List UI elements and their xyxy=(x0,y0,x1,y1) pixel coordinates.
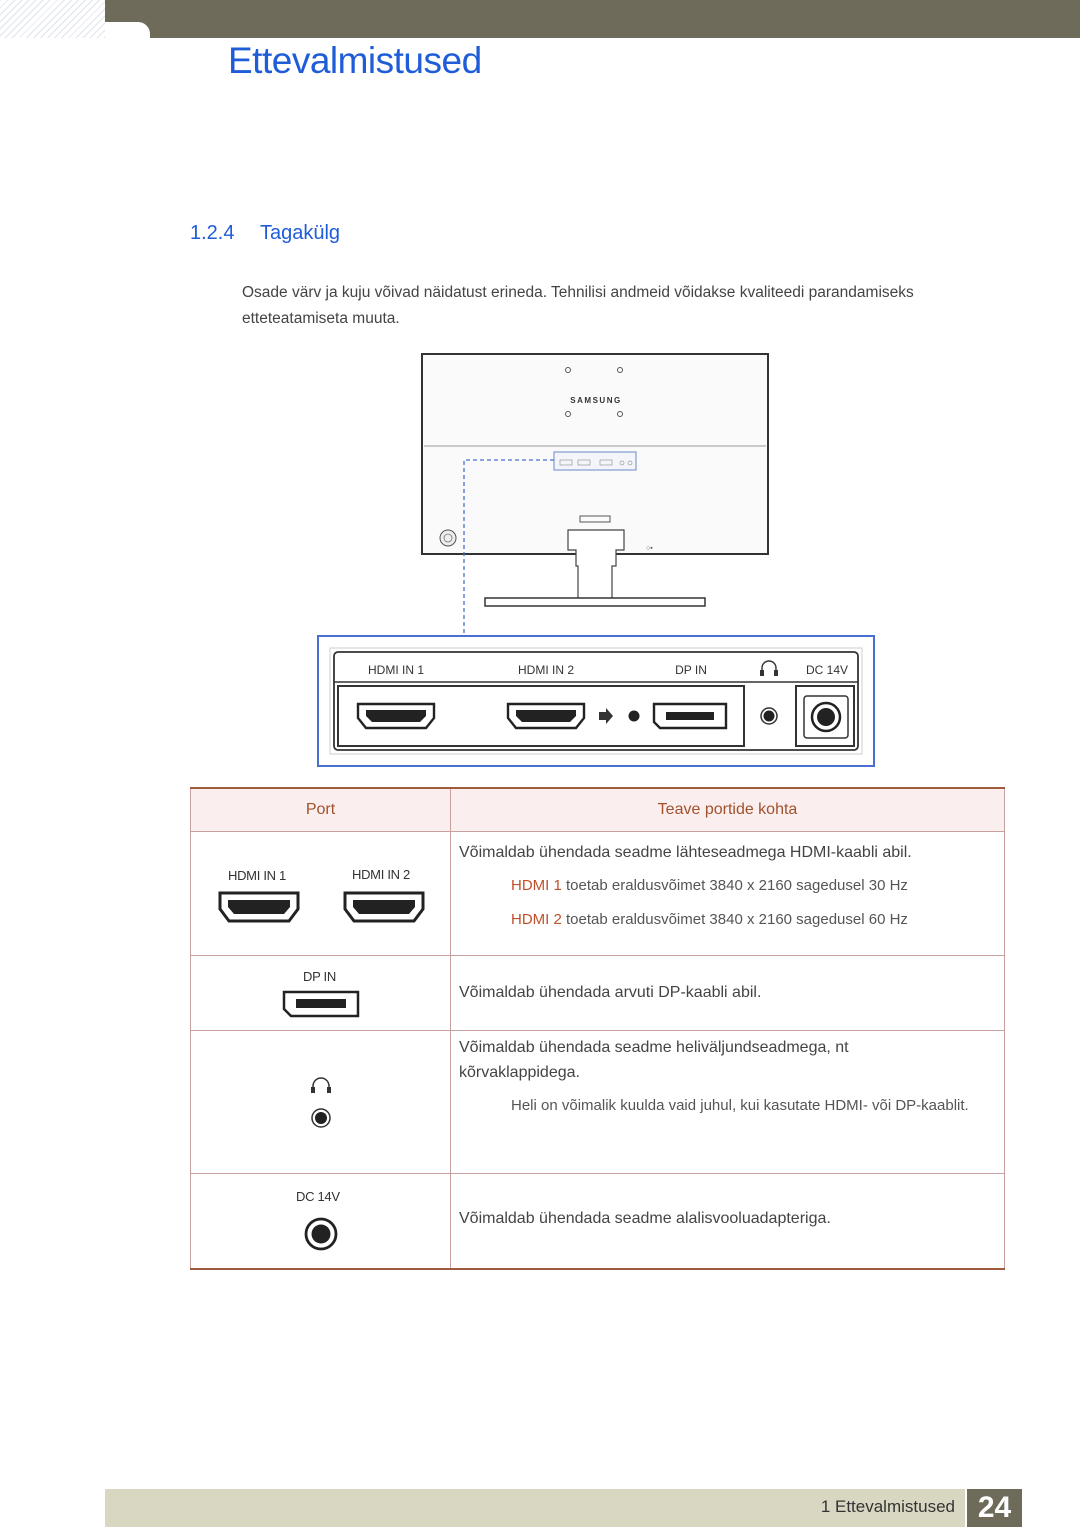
header-tab-notch xyxy=(105,22,150,38)
kensington-icon: ○▪ xyxy=(646,545,653,552)
intro-paragraph: Osade värv ja kuju võivad näidatust erin… xyxy=(242,284,914,327)
monitor-back-diagram: SAMSUNG ○▪ HDMI IN 1 HDMI IN 2 DP IN DC … xyxy=(317,353,875,767)
table-header-row: Port Teave portide kohta xyxy=(190,787,1005,832)
hdmi2-note-line: HDMI 2 toetab eraldusvõimet 3840 x 2160 … xyxy=(511,907,1004,933)
small-port-panel xyxy=(553,451,637,471)
dp-description: Võimaldab ühendada arvuti DP-kaabli abil… xyxy=(459,984,762,1001)
hdmi-note: HDMI 1 toetab eraldusvõimet 3840 x 2160 … xyxy=(511,873,1004,933)
label-dp-in: DP IN xyxy=(675,663,707,677)
callout-line xyxy=(463,459,554,636)
hdmi-port-icon xyxy=(343,891,425,923)
dc-icon-cell: DC 14V xyxy=(190,1173,451,1270)
power-button-icon xyxy=(439,529,457,547)
audio-note: Heli on võimalik kuulda vaid juhul, kui … xyxy=(511,1097,969,1114)
audio-jack-icon xyxy=(311,1108,331,1128)
stand-base xyxy=(484,597,706,607)
hdmi1-note-text: toetab eraldusvõimet 3840 x 2160 sagedus… xyxy=(561,877,908,894)
hdmi-in-2-label: HDMI IN 2 xyxy=(352,867,410,882)
chapter-title: Ettevalmistused xyxy=(228,40,482,81)
section-title: Tagakülg xyxy=(260,222,341,244)
table-row: Võimaldab ühendada seadme heliväljundsea… xyxy=(190,1030,1005,1174)
audio-icon-cell xyxy=(190,1030,451,1174)
audio-info-cell: Võimaldab ühendada seadme heliväljundsea… xyxy=(450,1030,1005,1174)
hdmi2-note-text: toetab eraldusvõimet 3840 x 2160 sagedus… xyxy=(561,911,908,928)
section-number: 1.2.4 xyxy=(190,222,235,244)
page-number: 24 xyxy=(967,1489,1022,1527)
hdmi-description: Võimaldab ühendada seadme lähteseadmega … xyxy=(459,844,912,861)
table-row: DC 14V Võimaldab ühendada seadme alalisv… xyxy=(190,1173,1005,1270)
samsung-logo: SAMSUNG xyxy=(570,396,621,405)
header-port: Port xyxy=(190,787,451,832)
arrow-right-icon xyxy=(599,708,613,724)
dot-icon xyxy=(628,710,640,722)
label-hdmi-in-2: HDMI IN 2 xyxy=(518,663,574,677)
dc-description: Võimaldab ühendada seadme alalisvooluada… xyxy=(459,1210,831,1227)
monitor-stand xyxy=(567,529,625,603)
header-info: Teave portide kohta xyxy=(450,787,1005,832)
ports-table: Port Teave portide kohta HDMI IN 1 HDMI … xyxy=(190,787,1005,1270)
dp-icon-cell: DP IN xyxy=(190,955,451,1031)
dc-info-cell: Võimaldab ühendada seadme alalisvooluada… xyxy=(450,1173,1005,1270)
dc-power-jack-icon xyxy=(304,1217,338,1251)
header-bar xyxy=(105,0,1080,38)
hdmi1-name: HDMI 1 xyxy=(511,877,562,894)
hdmi1-note-line: HDMI 1 toetab eraldusvõimet 3840 x 2160 … xyxy=(511,873,1004,899)
audio-description: Võimaldab ühendada seadme heliväljundsea… xyxy=(459,1039,849,1081)
hdmi-in-1-label: HDMI IN 1 xyxy=(228,868,286,883)
dp-port-icon xyxy=(282,990,360,1018)
header-hatch-decoration xyxy=(0,0,105,38)
hdmi2-name: HDMI 2 xyxy=(511,911,562,928)
dc-14v-label: DC 14V xyxy=(296,1189,340,1204)
headphone-icon xyxy=(761,660,777,674)
table-row: DP IN Võimaldab ühendada arvuti DP-kaabl… xyxy=(190,955,1005,1031)
footer-chapter: 1 Ettevalmistused xyxy=(820,1497,955,1516)
hdmi-port-icon xyxy=(218,891,300,923)
headphone-icon xyxy=(311,1077,331,1093)
dp-info-cell: Võimaldab ühendada arvuti DP-kaabli abil… xyxy=(450,955,1005,1031)
hdmi-icon-cell: HDMI IN 1 HDMI IN 2 xyxy=(190,831,451,956)
label-hdmi-in-1: HDMI IN 1 xyxy=(368,663,424,677)
label-dc-14v: DC 14V xyxy=(806,663,848,677)
section-heading: 1.2.4 Tagakülg xyxy=(190,222,340,245)
table-row: HDMI IN 1 HDMI IN 2 Võimaldab ühendada s… xyxy=(190,831,1005,956)
footer-bar: 1 Ettevalmistused xyxy=(105,1489,965,1527)
hdmi-info-cell: Võimaldab ühendada seadme lähteseadmega … xyxy=(450,831,1005,956)
dp-in-label: DP IN xyxy=(303,969,336,984)
